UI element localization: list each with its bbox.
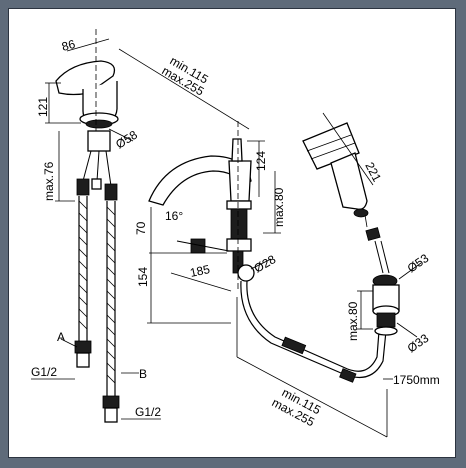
hand-shower xyxy=(302,112,374,228)
label-thread-right: G1/2 xyxy=(135,405,161,419)
hose-b xyxy=(102,201,120,423)
mixer-dimensions xyxy=(31,38,161,420)
label-d58: Ø58 xyxy=(113,127,140,151)
drawing-panel: 86 121 Ø58 max.76 min.115 max.255 124 ma… xyxy=(8,8,456,458)
mixer-connectors xyxy=(76,130,118,201)
label-185: 185 xyxy=(189,262,212,280)
label-thread-left: G1/2 xyxy=(31,365,57,379)
label-86: 86 xyxy=(60,37,77,54)
label-hose-length: 1750mm xyxy=(393,373,440,387)
label-max76: max.76 xyxy=(42,161,56,201)
label-hose-a: A xyxy=(57,330,65,344)
technical-drawing: 86 121 Ø58 max.76 min.115 max.255 124 ma… xyxy=(31,29,440,438)
label-154: 154 xyxy=(136,267,150,287)
label-d28: Ø28 xyxy=(252,252,279,276)
label-d33: Ø33 xyxy=(405,331,432,356)
label-121: 121 xyxy=(36,97,50,117)
spout-dimensions xyxy=(118,48,281,324)
label-hose-b: B xyxy=(139,367,147,381)
label-124: 124 xyxy=(254,151,268,171)
mixer-body xyxy=(55,29,119,136)
spout xyxy=(148,121,255,291)
hose-dimensions xyxy=(236,297,393,438)
spout-hose-connector xyxy=(176,238,230,254)
label-max80-holder: max.80 xyxy=(346,301,360,341)
shower-hose xyxy=(240,280,387,383)
label-16deg: 16° xyxy=(165,209,183,223)
label-70: 70 xyxy=(134,221,148,235)
label-221: 221 xyxy=(362,160,384,185)
shower-holder xyxy=(357,227,422,338)
hose-a xyxy=(74,196,92,368)
label-max80-spout: max.80 xyxy=(272,187,286,227)
